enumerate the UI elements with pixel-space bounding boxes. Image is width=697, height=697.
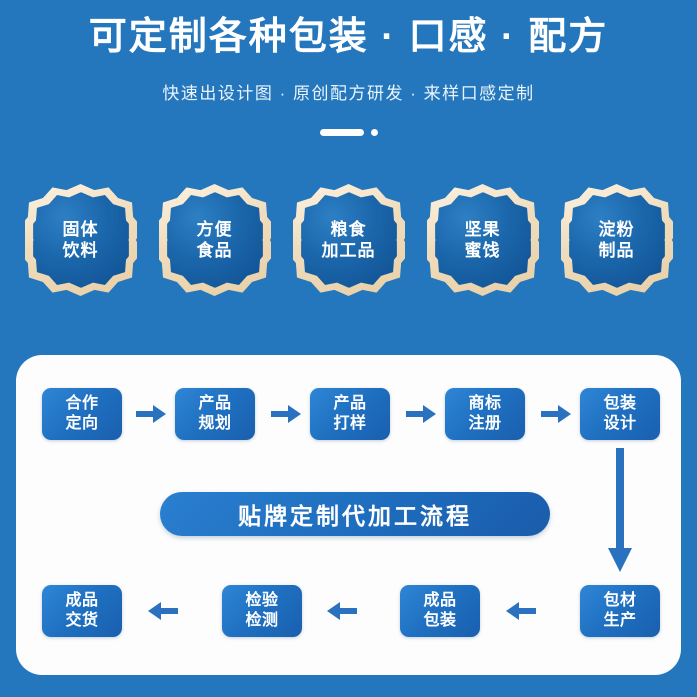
flow-step-line1: 包材 (603, 592, 637, 609)
page-header: 可定制各种包装 · 口感 · 配方 快速出设计图 · 原创配方研发 · 来样口感… (0, 0, 697, 150)
arrow-left-icon (327, 602, 357, 620)
flow-banner-label: 贴牌定制代加工流程 (238, 503, 472, 529)
flow-step-line1: 商标 (468, 395, 502, 412)
flow-step-label: 成品 交货 (65, 591, 98, 631)
category-badge-convenience-food[interactable]: 方便 食品 (158, 184, 271, 296)
flow-step-package-design[interactable]: 包装 设计 (580, 388, 660, 440)
category-badge-starch-products[interactable]: 淀粉 制品 (560, 184, 673, 296)
badge-label: 坚果 蜜饯 (465, 219, 501, 261)
badge-core-icon (568, 192, 665, 288)
decoration-pill (319, 128, 364, 136)
flow-step-packaging-material-production[interactable]: 包材 生产 (580, 585, 660, 637)
flow-step-inspection-testing[interactable]: 检验 检测 (222, 585, 302, 637)
category-badge-row: 固体 饮料 方便 食品 粮食 加工品 坚果 蜜饯 淀粉 制品 (0, 182, 697, 298)
badge-label-line1: 坚果 (464, 220, 501, 239)
flow-step-line2: 规划 (198, 415, 232, 432)
flow-step-line1: 产品 (333, 395, 367, 412)
badge-core-icon (32, 192, 129, 288)
arrow-right-icon (136, 405, 166, 423)
badge-label-line2: 食品 (196, 241, 233, 260)
flow-step-line1: 成品 (65, 592, 99, 609)
flow-step-trademark-registration[interactable]: 商标 注册 (445, 388, 525, 440)
flow-step-product-sampling[interactable]: 产品 打样 (310, 388, 390, 440)
badge-label: 固体 饮料 (63, 219, 99, 261)
flow-step-finished-delivery[interactable]: 成品 交货 (42, 585, 122, 637)
arrow-left-icon (506, 602, 536, 620)
badge-core-icon (300, 192, 397, 288)
flow-step-line1: 检验 (245, 592, 279, 609)
flow-step-line1: 产品 (198, 395, 232, 412)
badge-label-line1: 淀粉 (598, 220, 635, 239)
flow-step-finished-packaging[interactable]: 成品 包装 (400, 585, 480, 637)
flow-step-line2: 生产 (603, 612, 637, 629)
flow-step-label: 成品 包装 (423, 591, 456, 631)
flow-step-line1: 成品 (423, 592, 457, 609)
badge-label-line1: 粮食 (330, 220, 367, 239)
page-title: 可定制各种包装 · 口感 · 配方 (88, 16, 609, 58)
badge-core-icon (434, 192, 531, 288)
badge-label-line2: 加工品 (321, 241, 376, 260)
badge-label: 粮食 加工品 (322, 219, 376, 261)
decoration-dot (370, 128, 378, 136)
page-subtitle: 快速出设计图 · 原创配方研发 · 来样口感定制 (162, 84, 535, 103)
header-decoration (0, 125, 697, 139)
arrow-right-icon (406, 405, 436, 423)
flow-banner: 贴牌定制代加工流程 (160, 492, 550, 536)
flow-step-line2: 定向 (65, 415, 99, 432)
flow-step-product-planning[interactable]: 产品 规划 (175, 388, 255, 440)
flow-step-label: 包装 设计 (603, 394, 636, 434)
arrow-left-icon (148, 602, 178, 620)
flow-step-line2: 注册 (468, 415, 502, 432)
flow-step-line2: 交货 (65, 612, 99, 629)
flow-step-label: 检验 检测 (245, 591, 278, 631)
badge-label: 淀粉 制品 (599, 219, 635, 261)
flow-step-label: 合作 定向 (65, 394, 98, 434)
flow-step-cooperation[interactable]: 合作 定向 (42, 388, 122, 440)
badge-label-line2: 饮料 (62, 241, 99, 260)
badge-label-line2: 制品 (598, 241, 635, 260)
arrow-down-icon (608, 448, 632, 572)
flow-step-line2: 打样 (333, 415, 367, 432)
badge-label: 方便 食品 (197, 219, 233, 261)
flow-step-label: 包材 生产 (603, 591, 636, 631)
category-badge-nuts-preserves[interactable]: 坚果 蜜饯 (426, 184, 539, 296)
flow-step-line1: 合作 (65, 395, 99, 412)
badge-label-line1: 方便 (196, 220, 233, 239)
badge-label-line2: 蜜饯 (464, 241, 501, 260)
badge-core-icon (166, 192, 263, 288)
category-badge-grain-products[interactable]: 粮食 加工品 (292, 184, 405, 296)
flow-step-label: 产品 打样 (333, 394, 366, 434)
arrow-right-icon (541, 405, 571, 423)
flow-step-label: 商标 注册 (468, 394, 501, 434)
arrow-right-icon (271, 405, 301, 423)
badge-label-line1: 固体 (62, 220, 99, 239)
flow-step-line2: 设计 (603, 415, 637, 432)
flow-step-label: 产品 规划 (198, 394, 231, 434)
flow-step-line1: 包装 (603, 395, 637, 412)
flow-step-line2: 包装 (423, 612, 457, 629)
flow-step-line2: 检测 (245, 612, 279, 629)
category-badge-solid-beverage[interactable]: 固体 饮料 (24, 184, 137, 296)
